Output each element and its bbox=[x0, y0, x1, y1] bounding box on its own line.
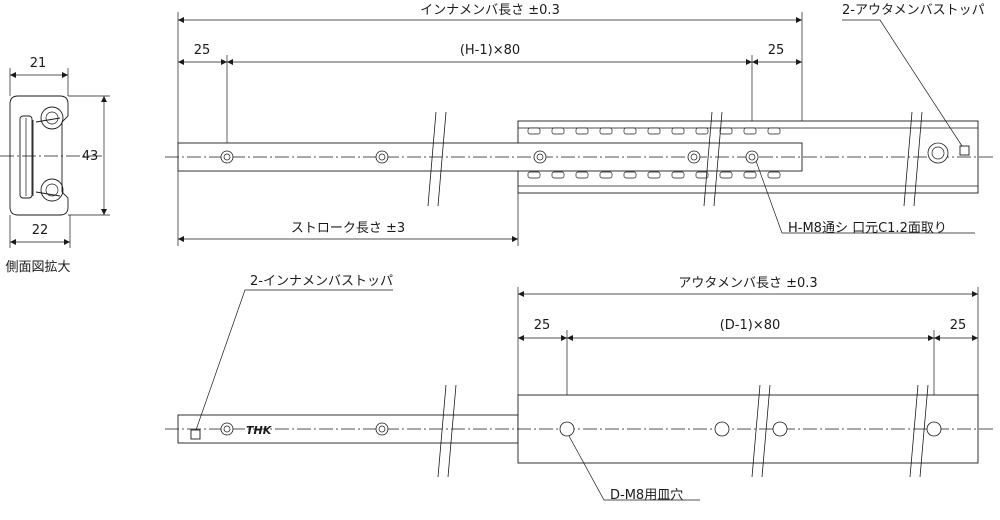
inner-length-label: インナメンバ長さ ±0.3 bbox=[420, 3, 560, 18]
ball-slots bbox=[527, 127, 781, 179]
outer-hole bbox=[714, 421, 730, 437]
side-view: 21 43 22 側面図拡大 bbox=[0, 56, 110, 275]
side-dim-height: 43 bbox=[82, 149, 99, 164]
extended-view: アウタメンバ長さ ±0.3 25 (D-1)×80 25 THK bbox=[165, 274, 995, 503]
inner-hole bbox=[375, 150, 389, 164]
inner-stopper-label: 2-インナメンバストッパ bbox=[250, 274, 393, 289]
outer-hole bbox=[926, 421, 942, 437]
stroke-label: ストローク長さ ±3 bbox=[291, 221, 405, 236]
inner-hole-note: H-M8通シ 口元C1.2面取り bbox=[788, 221, 947, 236]
side-profile bbox=[9, 95, 69, 216]
outer-pitch: (D-1)×80 bbox=[720, 318, 781, 333]
inner-end-right: 25 bbox=[768, 43, 785, 58]
outer-length-label: アウタメンバ長さ ±0.3 bbox=[678, 276, 817, 291]
side-view-caption: 側面図拡大 bbox=[5, 260, 70, 275]
side-dim-top: 21 bbox=[30, 56, 47, 71]
outer-end-right: 25 bbox=[950, 318, 967, 333]
outer-hole-note: D-M8用皿穴 bbox=[610, 488, 683, 503]
inner-stopper bbox=[190, 429, 201, 440]
inner-hole bbox=[375, 422, 389, 436]
outer-hole bbox=[772, 421, 788, 437]
outer-hole bbox=[559, 421, 575, 437]
thk-logo: THK bbox=[246, 424, 273, 437]
outer-stopper-label: 2-アウタメンバストッパ bbox=[842, 3, 985, 18]
side-dim-bottom: 22 bbox=[32, 223, 49, 238]
outer-end-left: 25 bbox=[534, 318, 551, 333]
inner-hole bbox=[745, 150, 759, 164]
outer-stopper bbox=[959, 145, 970, 156]
inner-end-left: 25 bbox=[194, 43, 211, 58]
closed-view: インナメンバ長さ ±0.3 25 (H-1)×80 25 bbox=[165, 3, 995, 246]
inner-hole bbox=[533, 150, 547, 164]
inner-hole bbox=[220, 422, 234, 436]
inner-pitch: (H-1)×80 bbox=[460, 43, 520, 58]
outer-end-hole bbox=[927, 142, 949, 164]
inner-hole bbox=[687, 150, 701, 164]
inner-hole bbox=[220, 150, 234, 164]
